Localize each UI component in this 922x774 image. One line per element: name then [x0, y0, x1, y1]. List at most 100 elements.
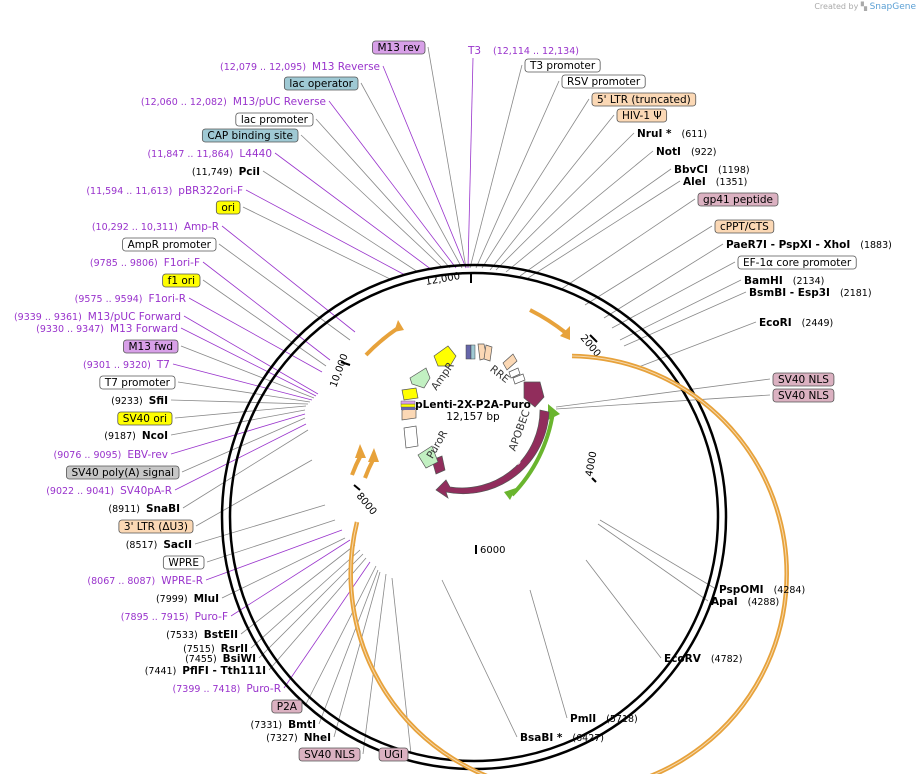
label-l4440[interactable]: L4440(11,847 .. 11,864): [147, 148, 272, 160]
label-name: M13/pUC Reverse: [233, 96, 326, 108]
label-sacii[interactable]: SacII(8517): [126, 539, 192, 551]
label-t3-promoter[interactable]: T3 promoter: [524, 58, 601, 73]
label-name: WPRE: [168, 557, 199, 569]
leader-line: [170, 413, 306, 455]
leader-line: [180, 345, 315, 399]
label-ebv-rev[interactable]: EBV-rev(9076 .. 9095): [54, 449, 169, 461]
leader-line: [328, 100, 457, 269]
label-sv40-ori[interactable]: SV40 ori: [117, 411, 173, 426]
inner-label-puror: PuroR: [425, 428, 451, 461]
label-f1-ori[interactable]: f1 ori: [162, 273, 201, 288]
label-sv40pa-r[interactable]: SV40pA-R(9022 .. 9041): [46, 485, 172, 497]
label-sv40-nls[interactable]: SV40 NLS: [298, 747, 361, 762]
label-mlui[interactable]: MluI(7999): [156, 593, 219, 605]
label-name: BmtI: [288, 719, 316, 731]
label-ecorv[interactable]: EcoRV(4782): [664, 653, 742, 665]
label-sv40-nls[interactable]: SV40 NLS: [772, 388, 835, 403]
label-bsmbi-esp3i[interactable]: BsmBI - Esp3I(2181): [749, 287, 872, 299]
feature-box: [378, 747, 409, 762]
label-paer7i-pspxi-xhoi[interactable]: PaeR7I - PspXI - XhoI(1883): [726, 239, 892, 251]
label-rsrii[interactable]: RsrII(7515): [183, 643, 248, 655]
credit-brand: SnapGene: [869, 2, 916, 12]
label-sfii[interactable]: SfiI(9233): [111, 395, 168, 407]
label-bmti[interactable]: BmtI(7331): [251, 719, 316, 731]
leader-line: [318, 569, 379, 725]
label-ecori[interactable]: EcoRI(2449): [759, 317, 833, 329]
label-t7[interactable]: T7(9301 .. 9320): [83, 359, 170, 371]
label-puro-r[interactable]: Puro-R(7399 .. 7418): [173, 683, 281, 695]
label-bbvci[interactable]: BbvCI(1198): [674, 164, 750, 176]
label-5-ltr-truncated[interactable]: 5' LTR (truncated): [591, 92, 697, 107]
label-position: (2449): [802, 318, 834, 329]
label-pbr322ori-f[interactable]: pBR322ori-F(11,594 .. 11,613): [86, 185, 243, 197]
leader-line: [599, 519, 717, 590]
tick-label: 4000: [584, 451, 599, 478]
label-t3[interactable]: T3(12,114 .. 12,134): [467, 45, 579, 57]
label-m13-puc-forward[interactable]: M13/pUC Forward(9339 .. 9361): [14, 311, 181, 323]
label-ncoi[interactable]: NcoI(9187): [104, 430, 168, 442]
label-ori[interactable]: ori: [215, 200, 241, 215]
label-cppt-cts[interactable]: cPPT/CTS: [714, 219, 775, 234]
label-m13-puc-reverse[interactable]: M13/pUC Reverse(12,060 .. 12,082): [141, 96, 326, 108]
label-ef-1-core-promoter[interactable]: EF-1α core promoter: [737, 255, 857, 270]
label-nhei[interactable]: NheI(7327): [266, 732, 331, 744]
label-snabi[interactable]: SnaBI(8911): [108, 503, 180, 515]
label-noti[interactable]: NotI(922): [656, 146, 716, 158]
label-gp41-peptide[interactable]: gp41 peptide: [697, 192, 779, 207]
label-name: EcoRV: [664, 653, 702, 665]
label-lac-promoter[interactable]: lac promoter: [235, 112, 314, 127]
label-name: PaeR7I - PspXI - XhoI: [726, 239, 850, 251]
label-bamhi[interactable]: BamHI(2134): [744, 275, 824, 287]
leader-line: [519, 168, 672, 277]
label-m13-fwd[interactable]: M13 fwd: [123, 339, 179, 354]
plasmid-length: 12,157 bp: [446, 411, 500, 423]
feature-box: [737, 255, 857, 270]
label-rsv-promoter[interactable]: RSV promoter: [561, 74, 646, 89]
label-sv40-poly-a-signal[interactable]: SV40 poly(A) signal: [66, 465, 180, 480]
label-position: (4288): [748, 597, 780, 608]
label-pspomi[interactable]: PspOMI(4284): [719, 584, 805, 596]
label-position: (9301 .. 9320): [83, 360, 151, 371]
label-ampr-promoter[interactable]: AmpR promoter: [122, 237, 217, 252]
leader-line: [206, 519, 336, 563]
label-alei[interactable]: AleI(1351): [683, 176, 747, 188]
label-name: PciI: [239, 166, 260, 178]
label-f1ori-f[interactable]: F1ori-F(9785 .. 9806): [90, 257, 200, 269]
label-bsabi[interactable]: BsaBI *(6427): [520, 732, 604, 744]
label-hiv-1[interactable]: HIV-1 Ψ: [616, 108, 668, 123]
label-m13-reverse[interactable]: M13 Reverse(12,079 .. 12,095): [220, 61, 380, 73]
label-name: PmlI: [570, 713, 596, 725]
label-lac-operator[interactable]: lac operator: [283, 76, 359, 91]
label-nrui[interactable]: NruI *(611): [637, 128, 707, 140]
label-ugi[interactable]: UGI: [378, 747, 409, 762]
inner-label-apobec: APOBEC: [507, 408, 533, 452]
label-pcii[interactable]: PciI(11,749): [192, 166, 260, 178]
label-bsiwi[interactable]: BsiWI(7455): [185, 653, 256, 665]
label-name: 3' LTR (ΔU3): [124, 521, 188, 533]
label-wpre-r[interactable]: WPRE-R(8067 .. 8087): [87, 575, 203, 587]
label-3-ltr-u3[interactable]: 3' LTR (ΔU3): [118, 519, 194, 534]
label-pflfi-tth111i[interactable]: PflFI - Tth111I(7441): [145, 665, 266, 677]
leader-line: [181, 417, 306, 473]
leader-line: [555, 394, 771, 410]
label-m13-rev[interactable]: M13 rev: [372, 40, 426, 55]
label-t7-promoter[interactable]: T7 promoter: [99, 375, 176, 390]
label-name: BbvCI: [674, 164, 708, 176]
label-f1ori-r[interactable]: F1ori-R(9575 .. 9594): [75, 293, 186, 305]
label-bsteii[interactable]: BstEII(7533): [166, 629, 238, 641]
label-name: ori: [221, 202, 235, 214]
label-p2a[interactable]: P2A: [271, 699, 303, 714]
label-wpre[interactable]: WPRE: [162, 555, 205, 570]
feature-box: [772, 388, 835, 403]
label-puro-f[interactable]: Puro-F(7895 .. 7915): [121, 611, 228, 623]
label-apai[interactable]: ApaI(4288): [711, 596, 779, 608]
label-sv40-nls[interactable]: SV40 NLS: [772, 372, 835, 387]
label-cap-binding-site[interactable]: CAP binding site: [201, 128, 299, 143]
label-position: (7999): [156, 594, 188, 605]
label-pmli[interactable]: PmlI(5718): [570, 713, 638, 725]
leader-line: [245, 189, 406, 276]
label-amp-r[interactable]: Amp-R(10,292 .. 10,311): [92, 221, 219, 233]
label-m13-forward[interactable]: M13 Forward(9330 .. 9347): [36, 323, 178, 335]
label-name: lac operator: [289, 78, 353, 90]
leader-line: [391, 577, 412, 755]
